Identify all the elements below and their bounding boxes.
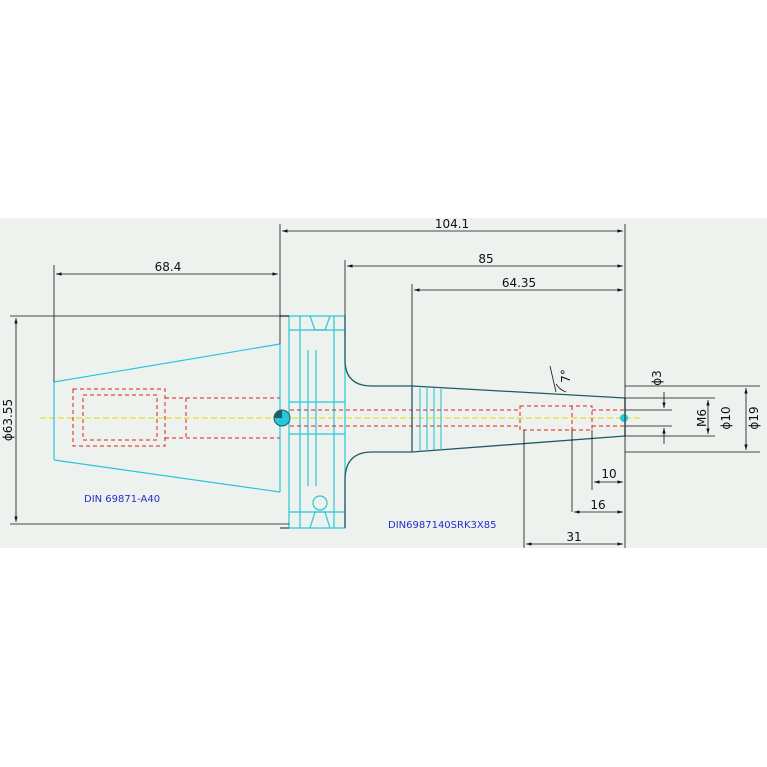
dim-overall-length: 104.1 [435, 217, 469, 231]
dim-depth-10: 10 [601, 467, 616, 481]
shank-ribs [419, 388, 442, 451]
dim-length-64-35: 64.35 [502, 276, 536, 290]
note-left-standard: DIN 69871-A40 [84, 494, 160, 505]
dim-depth-16: 16 [590, 498, 605, 512]
dim-thread: M6 [695, 409, 709, 427]
hidden-lines [72, 388, 625, 447]
flange [288, 315, 346, 529]
extension-lines [10, 224, 760, 548]
dim-bore-diameter: ϕ3 [650, 370, 664, 386]
center-marks [273, 409, 628, 427]
dim-diameter-10: ϕ10 [719, 406, 733, 429]
dim-diameter-19: ϕ19 [747, 406, 761, 429]
shank [280, 315, 626, 529]
dimension-lines [14, 229, 748, 546]
dim-taper-angle: 7° [559, 369, 573, 383]
note-right-part: DIN6987140SRK3X85 [388, 520, 496, 531]
dim-length-85: 85 [478, 252, 493, 266]
taper-body [53, 343, 281, 493]
dim-flange-diameter: ϕ63.55 [1, 399, 15, 441]
dim-taper-length: 68.4 [155, 260, 182, 274]
dim-depth-31: 31 [566, 530, 581, 544]
